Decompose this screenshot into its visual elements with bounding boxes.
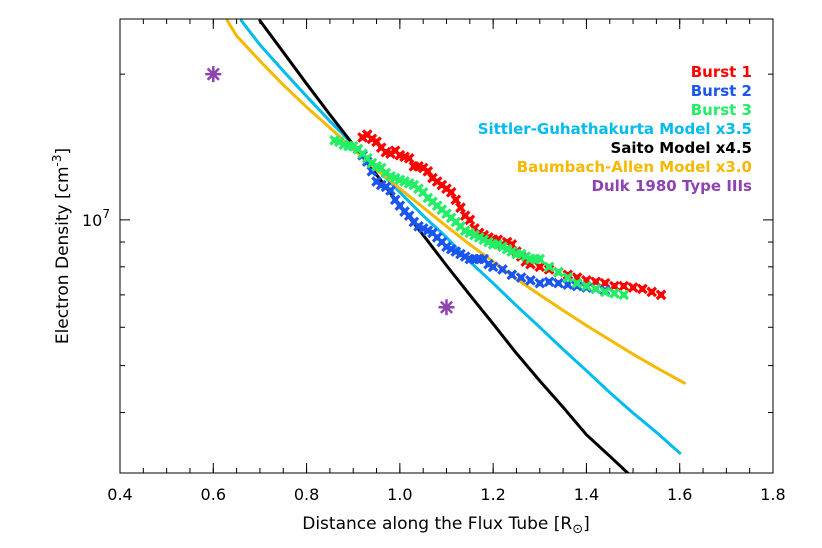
data-point <box>506 269 518 281</box>
x-axis-label: Distance along the Flux Tube [R⊙] <box>302 514 590 537</box>
legend-entry: Burst 1 <box>691 63 752 81</box>
data-point <box>627 282 639 293</box>
data-point <box>497 264 508 275</box>
data-point <box>637 283 648 295</box>
legend-entry: Burst 2 <box>691 82 752 100</box>
x-tick-label: 0.8 <box>294 485 319 504</box>
x-tick-label: 0.4 <box>107 485 132 504</box>
model-line <box>258 19 630 473</box>
data-point-star <box>438 299 455 316</box>
data-point <box>618 289 630 301</box>
y-axis-label-sup: -3 <box>50 154 64 166</box>
legend-entry: Saito Model x4.5 <box>610 139 752 157</box>
series-layer <box>205 19 686 473</box>
series-dulk-1980-type-iiis <box>205 66 455 316</box>
x-axis-label-main: Distance along the Flux Tube [R <box>302 514 572 534</box>
x-tick-label: 1.8 <box>760 485 785 504</box>
series-baumbach-allen-model-x3-0 <box>225 19 686 385</box>
y-axis-label-main: Electron Density [cm <box>53 166 73 344</box>
data-point <box>543 276 555 288</box>
data-point <box>385 185 396 196</box>
data-point <box>515 272 527 283</box>
data-point <box>562 272 574 283</box>
x-axis-label-end: ] <box>583 514 590 534</box>
data-point <box>590 283 602 295</box>
model-line <box>225 19 686 385</box>
legend-entry: Baumbach-Allen Model x3.0 <box>517 158 752 176</box>
data-point <box>553 277 564 289</box>
series-burst-3 <box>329 134 630 301</box>
legend-entry: Burst 3 <box>691 101 752 119</box>
data-point <box>534 277 546 289</box>
data-point <box>581 280 592 292</box>
data-point <box>655 289 667 301</box>
axis-ticks: 0.4 0.6 0.8 1.0 1.2 1.4 1.6 1.8 107 <box>82 19 786 504</box>
data-point <box>553 266 564 278</box>
data-point <box>571 277 583 289</box>
data-point <box>464 214 476 226</box>
data-point <box>445 187 457 198</box>
data-point <box>646 286 658 298</box>
data-point <box>403 153 415 164</box>
y-tick-label: 107 <box>82 207 110 230</box>
data-point <box>450 194 462 206</box>
data-point <box>455 202 466 213</box>
data-point <box>618 280 630 292</box>
data-point-star <box>205 66 222 83</box>
data-point <box>543 261 555 273</box>
data-point <box>534 253 546 265</box>
x-tick-label: 1.0 <box>387 485 412 504</box>
y-axis-label-end: ] <box>53 148 73 155</box>
series-saito-model-x4-5 <box>258 19 630 473</box>
x-tick-label: 1.2 <box>480 485 505 504</box>
x-tick-label: 0.6 <box>201 485 226 504</box>
data-point <box>599 286 611 298</box>
y-axis-label: Electron Density [cm-3] <box>50 148 73 344</box>
data-point <box>525 275 536 286</box>
x-tick-label: 1.6 <box>667 485 692 504</box>
legend-entry: Sittler-Guhathakurta Model x3.5 <box>478 120 752 138</box>
x-tick-label: 1.4 <box>574 485 599 504</box>
legend-entry: Dulk 1980 Type IIIs <box>592 177 753 195</box>
x-axis-label-sub: ⊙ <box>572 522 583 537</box>
data-point <box>609 288 620 299</box>
data-point <box>487 261 499 273</box>
